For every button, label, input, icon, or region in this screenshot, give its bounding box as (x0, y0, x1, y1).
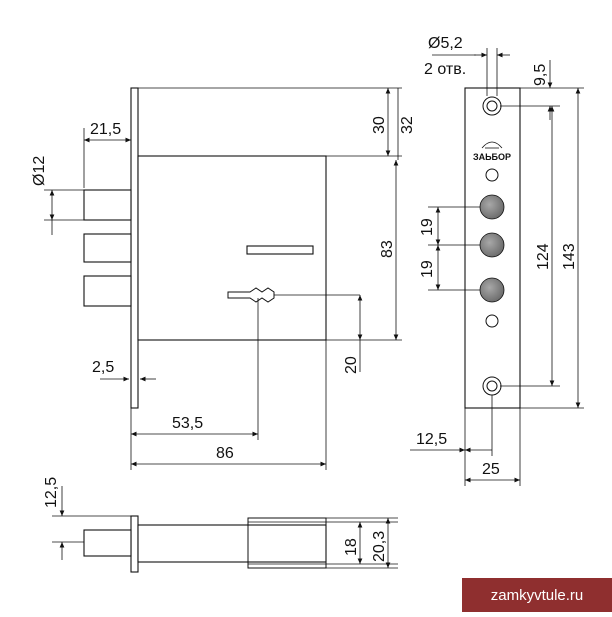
lock-top-view (83, 515, 327, 573)
brand-logo: ЗАЬБОР (473, 141, 511, 162)
key-profile (227, 287, 275, 303)
dim-124: 124 (500, 106, 560, 387)
bolt-middle (83, 233, 132, 263)
bolt-head-top (479, 194, 505, 220)
dim-143-label: 143 (561, 243, 578, 270)
bolt-bottom (83, 275, 132, 307)
bolt-head-middle (479, 232, 505, 258)
dim-21-5-label: 21,5 (90, 121, 121, 138)
dim-21-5: 21,5 (83, 88, 132, 188)
dim-diameter-12-label: Ø12 (31, 156, 48, 186)
small-hole-top (485, 168, 499, 182)
dim-2-5: 2,5 (92, 359, 156, 382)
mount-hole-top-inner (486, 100, 498, 112)
bolt-top (83, 189, 132, 221)
dim-12-5-side: 12,5 (43, 477, 131, 560)
dim-25: 25 (465, 408, 521, 486)
dim-18-20-3: 18 20,3 (326, 517, 398, 569)
top-cover (247, 517, 327, 569)
dim-124-label: 124 (535, 243, 552, 270)
dim-30-label: 30 (371, 116, 388, 134)
dim-hole-diameter-label: Ø5,2 (428, 35, 463, 52)
dim-hole-diameter: Ø5,2 2 отв. (424, 35, 510, 96)
dim-86-label: 86 (216, 445, 234, 462)
lock-side-view (83, 87, 360, 409)
top-body (137, 524, 327, 563)
keyhole-slot (246, 245, 314, 255)
dim-9-5-label: 9,5 (532, 64, 549, 86)
dim-25-label: 25 (482, 461, 500, 478)
dim-83-label: 83 (379, 240, 396, 258)
dim-12-5-front: 12,5 (410, 395, 493, 486)
dim-vertical-right: 30 32 83 20 (138, 87, 416, 374)
dim-2-5-label: 2,5 (92, 359, 114, 376)
dim-53-5-label: 53,5 (172, 415, 203, 432)
dim-12-5-side-label: 12,5 (43, 477, 60, 508)
dim-19-bottom-label: 19 (419, 260, 436, 278)
dim-hole-count-label: 2 отв. (424, 61, 466, 78)
dim-143: 143 (520, 88, 584, 409)
faceplate-strip (130, 87, 139, 409)
site-watermark-text: zamkyvtule.ru (490, 586, 584, 604)
bolt-head-bottom (479, 277, 505, 303)
dim-32-label: 32 (399, 116, 416, 134)
dim-86: 86 (131, 340, 327, 470)
faceplate-front-view: ЗАЬБОР (464, 87, 521, 409)
top-faceplate (130, 515, 139, 573)
mount-hole-bottom-inner (486, 380, 498, 392)
dim-12-5-front-label: 12,5 (416, 431, 447, 448)
small-hole-bottom (485, 314, 499, 328)
dim-19-top-label: 19 (419, 218, 436, 236)
dim-18-label: 18 (343, 538, 360, 556)
dim-19-19: 19 19 (419, 206, 480, 291)
site-watermark: zamkyvtule.ru (462, 578, 612, 612)
top-bolt (83, 529, 132, 557)
dim-53-5: 53,5 (130, 298, 259, 470)
dim-20-label: 20 (343, 356, 360, 374)
dim-20-3-label: 20,3 (371, 531, 388, 562)
dim-diameter-12: Ø12 (31, 156, 84, 235)
brand-logo-text: ЗАЬБОР (473, 152, 511, 162)
